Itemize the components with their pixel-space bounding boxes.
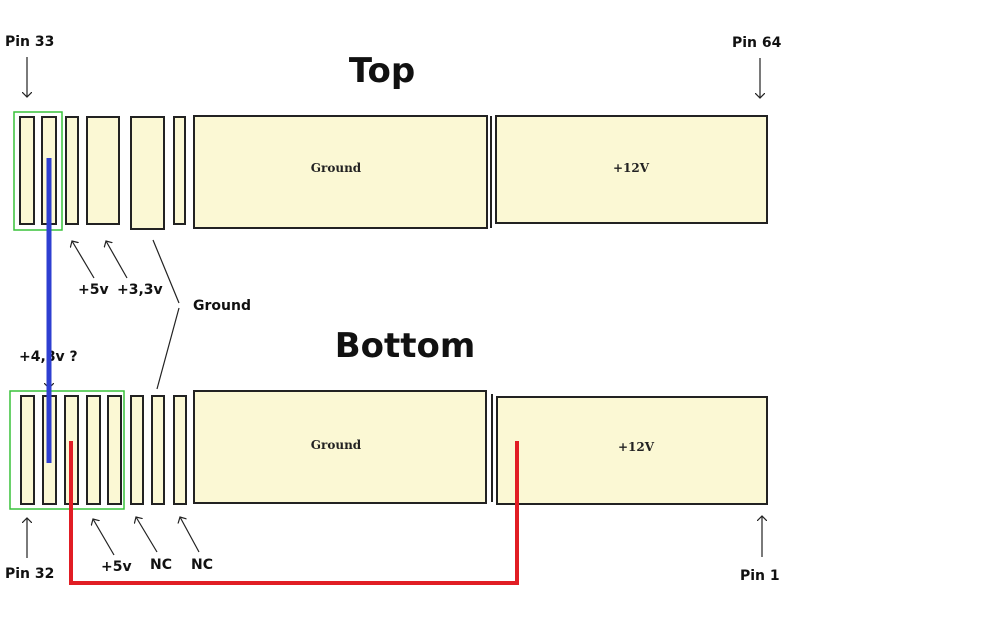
top-ground-pad — [193, 115, 488, 229]
top-title: Top — [349, 51, 415, 91]
top-pin-slot — [19, 116, 35, 225]
top-ground-pad-label: Ground — [311, 161, 362, 175]
pin-32-label: Pin 32 — [5, 566, 54, 582]
pin-33-label: Pin 33 — [5, 34, 54, 50]
bottom-row-connector: Ground +12V — [9, 390, 768, 510]
bottom-pin-slot — [86, 395, 101, 505]
bottom-highlight-box — [9, 390, 125, 510]
top-12v-pad-label: +12V — [613, 161, 650, 175]
top-3v3-pad — [130, 116, 165, 230]
nc-a-arrow — [136, 517, 158, 553]
top-12v-pad — [495, 115, 768, 224]
bottom-5v-label: +5v — [101, 559, 132, 575]
top-5v-label: +5v — [78, 282, 109, 298]
pin-64-label: Pin 64 — [732, 35, 782, 51]
top-row-connector: Ground +12V — [13, 111, 768, 231]
top-3v3-arrow — [106, 241, 128, 279]
nc-b-arrow — [180, 517, 200, 553]
nc-b-label: NC — [191, 557, 213, 573]
bottom-pin-slot — [107, 395, 122, 505]
bottom-5v-arrow — [93, 519, 115, 556]
top-5v-pad — [86, 116, 120, 225]
bottom-nc-slot — [151, 395, 165, 505]
top-highlight-box — [13, 111, 63, 231]
top-3v3-label: +3,3v — [117, 282, 163, 298]
top-pin-slot — [65, 116, 79, 225]
red-jumper-wire — [69, 441, 519, 585]
top-pin-slot — [173, 116, 186, 225]
pin-1-label: Pin 1 — [740, 568, 780, 584]
bottom-title: Bottom — [335, 326, 476, 366]
bottom-pin-slot — [20, 395, 35, 505]
bottom-ground-pad-label: Ground — [311, 438, 362, 452]
ground-label: Ground — [193, 298, 251, 314]
nc-a-label: NC — [150, 557, 172, 573]
bottom-ground-pad — [193, 390, 487, 504]
top-5v-arrow — [72, 241, 95, 279]
ground-leader-line — [152, 239, 180, 304]
bottom-12v-pad — [496, 396, 768, 505]
bottom-12v-pad-label: +12V — [618, 440, 655, 454]
ground-leader-line — [156, 307, 180, 390]
bottom-nc-slot — [130, 395, 144, 505]
bottom-pin-slot — [173, 395, 187, 505]
